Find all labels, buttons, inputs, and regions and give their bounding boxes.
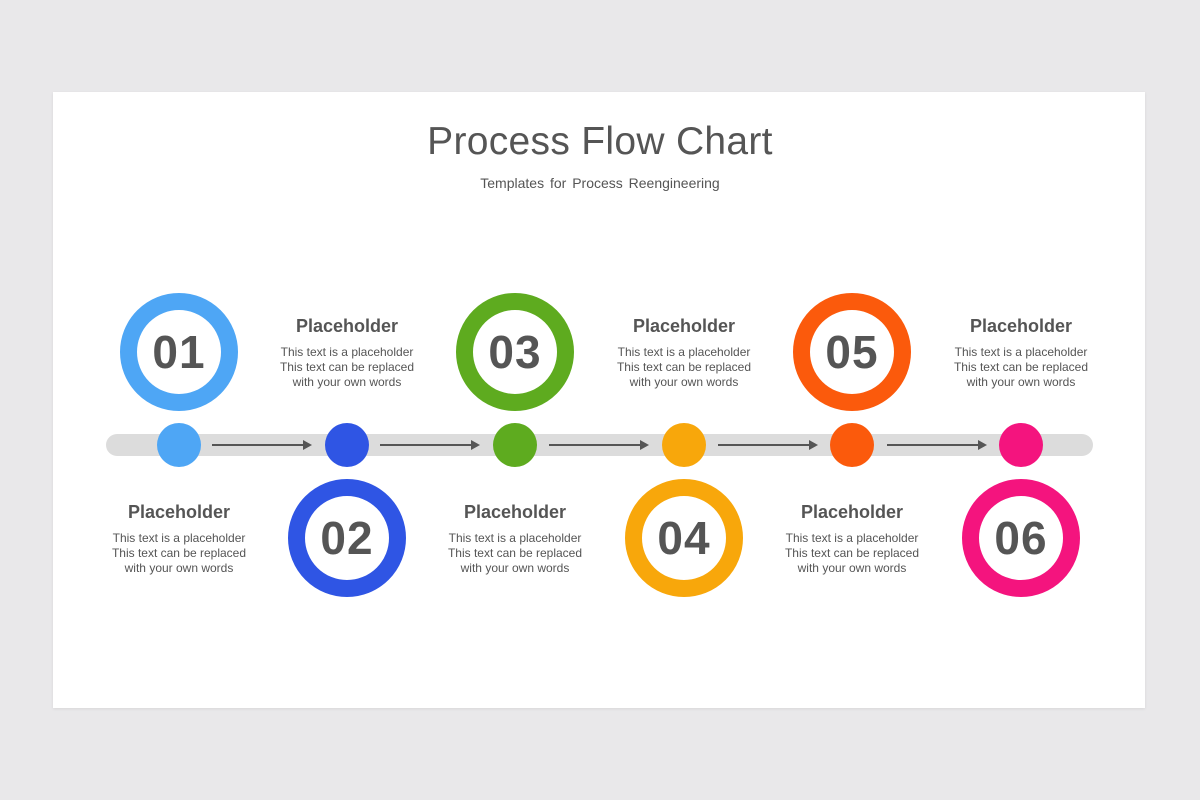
step-4-badge: 04 — [625, 479, 743, 597]
step-1-line1: This text is a placeholder — [112, 531, 246, 545]
step-4-line1: This text is a placeholder — [617, 345, 751, 359]
step-5-text: Placeholder This text is a placeholder T… — [752, 502, 952, 576]
step-4-body: This text is a placeholder This text can… — [584, 345, 784, 390]
step-5-body: This text is a placeholder This text can… — [752, 531, 952, 576]
step-6-line3: with your own words — [966, 375, 1076, 389]
step-6-badge: 06 — [962, 479, 1080, 597]
step-5-line1: This text is a placeholder — [785, 531, 919, 545]
step-6-heading: Placeholder — [969, 316, 1073, 336]
step-5-dot — [830, 423, 874, 467]
step-2-body: This text is a placeholder This text can… — [247, 345, 447, 390]
step-6-number: 06 — [994, 512, 1048, 564]
step-5-number: 05 — [825, 326, 879, 378]
arrow-5-6 — [887, 440, 987, 450]
arrow-1-2 — [212, 440, 312, 450]
page-title: Process Flow Chart — [427, 120, 773, 163]
step-1-line3: with your own words — [124, 561, 234, 575]
step-3-line2: This text can be replaced — [447, 546, 583, 560]
step-1-dot — [157, 423, 201, 467]
step-3-heading: Placeholder — [463, 502, 567, 522]
step-1-body: This text is a placeholder This text can… — [79, 531, 279, 576]
step-2-heading: Placeholder — [295, 316, 399, 336]
step-2-text: Placeholder This text is a placeholder T… — [247, 316, 447, 390]
step-2-badge: 02 — [288, 479, 406, 597]
step-2-number: 02 — [320, 512, 374, 564]
step-3-badge: 03 — [456, 293, 574, 411]
step-4-number: 04 — [657, 512, 711, 564]
slide — [53, 92, 1145, 708]
arrow-3-4 — [549, 440, 649, 450]
step-3-body: This text is a placeholder This text can… — [415, 531, 615, 576]
step-1-line2: This text can be replaced — [111, 546, 247, 560]
step-3-number: 03 — [488, 326, 542, 378]
step-3-line1: This text is a placeholder — [448, 531, 582, 545]
step-6-body: This text is a placeholder This text can… — [921, 345, 1121, 390]
step-5-heading: Placeholder — [800, 502, 904, 522]
step-4-heading: Placeholder — [632, 316, 736, 336]
step-3-dot — [493, 423, 537, 467]
step-6-dot — [999, 423, 1043, 467]
step-1-badge: 01 — [120, 293, 238, 411]
step-2-dot — [325, 423, 369, 467]
step-6-line1: This text is a placeholder — [954, 345, 1088, 359]
arrow-2-3 — [380, 440, 480, 450]
step-2-line1: This text is a placeholder — [280, 345, 414, 359]
step-3-text: Placeholder This text is a placeholder T… — [415, 502, 615, 576]
step-6-text: Placeholder This text is a placeholder T… — [921, 316, 1121, 390]
page-subtitle: Templates for Process Reengineering — [480, 175, 720, 191]
arrow-4-5 — [718, 440, 818, 450]
step-1-heading: Placeholder — [127, 502, 231, 522]
step-4-text: Placeholder This text is a placeholder T… — [584, 316, 784, 390]
step-4-line2: This text can be replaced — [616, 360, 752, 374]
step-1-text: Placeholder This text is a placeholder T… — [79, 502, 279, 576]
step-1-number: 01 — [152, 326, 206, 378]
step-5-line2: This text can be replaced — [784, 546, 920, 560]
step-5-line3: with your own words — [797, 561, 907, 575]
step-5-badge: 05 — [793, 293, 911, 411]
step-2-line3: with your own words — [292, 375, 402, 389]
step-6-line2: This text can be replaced — [953, 360, 1089, 374]
step-4-dot — [662, 423, 706, 467]
step-3-line3: with your own words — [460, 561, 570, 575]
step-2-line2: This text can be replaced — [279, 360, 415, 374]
step-4-line3: with your own words — [629, 375, 739, 389]
